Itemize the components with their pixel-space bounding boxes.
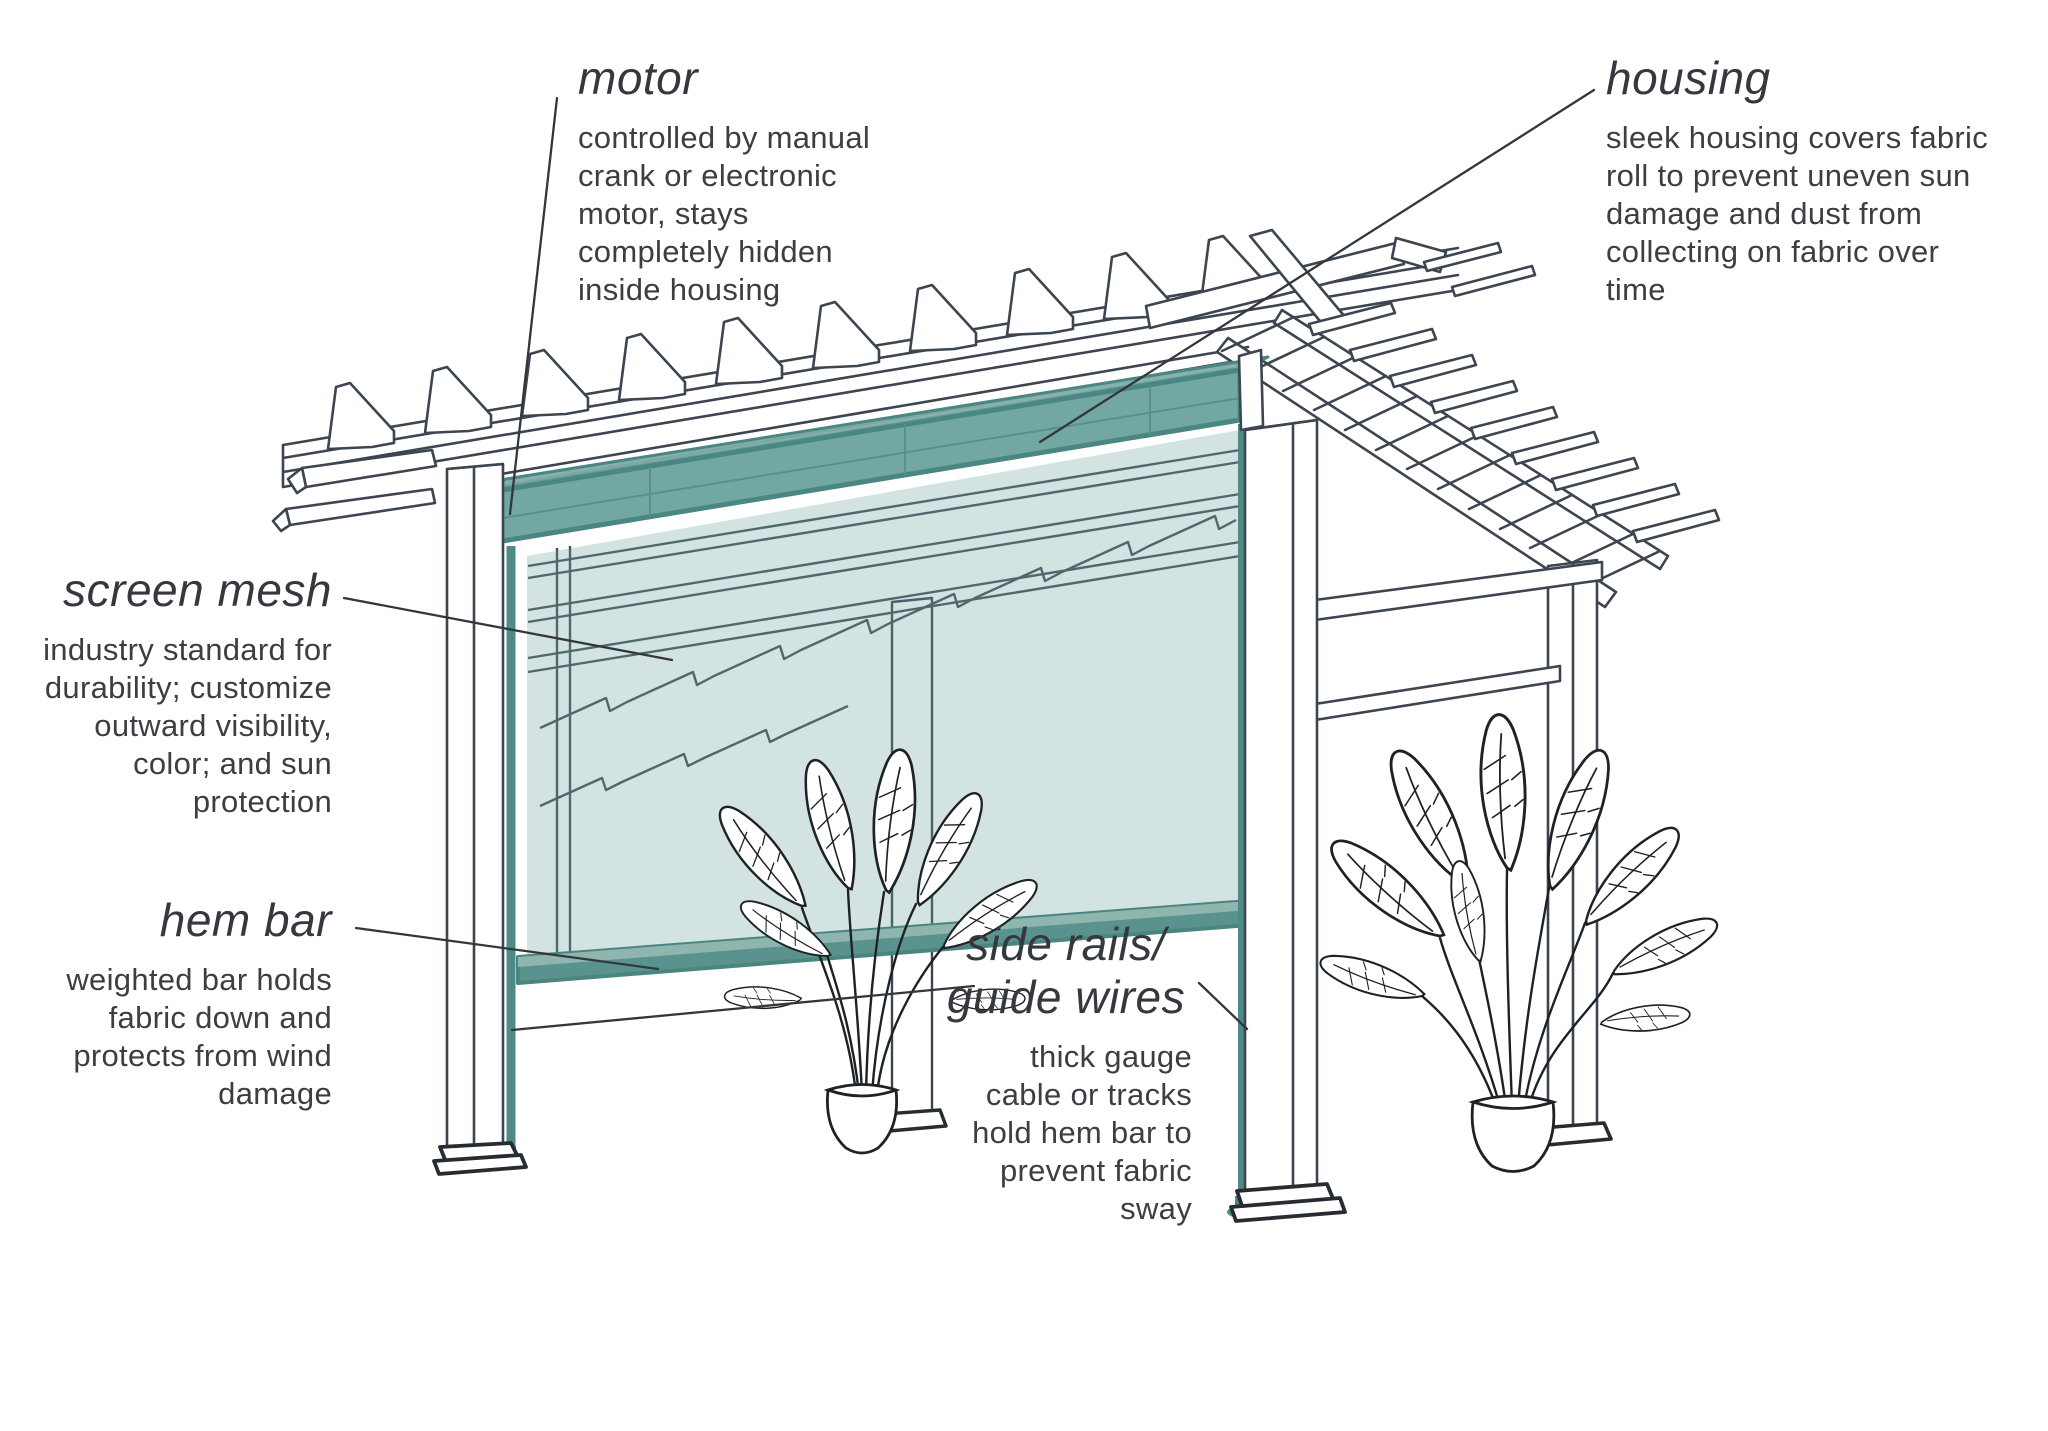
plant-right (1314, 711, 1725, 1173)
housing-seams (477, 384, 1241, 523)
label-housing-body: sleek housing covers fabric roll to prev… (1606, 120, 1989, 307)
roof-louver-fins (326, 234, 1269, 451)
rafters-through-mesh (527, 448, 1241, 624)
structure-behind-mesh (527, 448, 1241, 1133)
pointer-side-rail-left (510, 984, 976, 1032)
plant-middle (707, 746, 1046, 1155)
roof-right-fascia-beam (1215, 336, 1618, 609)
roof-right-slats (1220, 315, 1662, 587)
roof-overhang-ends (271, 448, 438, 533)
label-screen-mesh-body: industry standard for durability; custom… (43, 632, 332, 819)
front-right-post (1229, 348, 1347, 1223)
label-screen-mesh: screen mesh industry standard for durabi… (28, 564, 332, 821)
label-side-rails-title: side rails/ guide wires (946, 918, 1186, 1023)
label-housing-title: housing (1606, 52, 1771, 104)
label-motor-title: motor (578, 52, 699, 104)
label-hem-bar: hem bar weighted bar holds fabric down a… (28, 894, 332, 1113)
plant-pot (823, 1083, 901, 1155)
pointer-side-rail-right (1197, 981, 1249, 1031)
label-hem-bar-title: hem bar (159, 894, 332, 946)
back-header-through-mesh (527, 540, 1241, 674)
post-foot-base (1229, 1196, 1347, 1223)
plant-pot (1468, 1094, 1558, 1173)
housing-bar (475, 355, 1270, 548)
label-housing: housing sleek housing covers fabric roll… (1606, 52, 2046, 309)
roof-right-rafter-tails (1307, 301, 1721, 544)
screen-mesh-panel (527, 430, 1240, 960)
back-middle-post (882, 596, 948, 1133)
front-left-post (432, 462, 528, 1176)
post-foot-base (432, 1153, 528, 1176)
label-side-rails-body: thick gauge cable or tracks hold hem bar… (972, 1039, 1192, 1226)
louver-ends-zigzag (539, 514, 1237, 730)
pointer-screen-mesh (342, 596, 674, 662)
label-hem-bar-body: weighted bar holds fabric down and prote… (66, 962, 332, 1111)
label-motor-body: controlled by manual crank or electronic… (578, 120, 871, 307)
label-motor: motor controlled by manual crank or elec… (578, 52, 918, 309)
pointer-lines (342, 88, 1596, 1032)
pointer-hem-bar (354, 926, 660, 971)
label-side-rails: side rails/ guide wires thick gauge cabl… (940, 918, 1192, 1228)
label-screen-mesh-title: screen mesh (63, 564, 332, 616)
hem-bar-highlight (518, 901, 1249, 967)
pointer-housing (1038, 88, 1596, 444)
roof-right-bay (1215, 301, 1721, 609)
pointer-motor (508, 96, 559, 516)
louver-ends-zigzag-2 (539, 704, 849, 808)
post-cap (1237, 348, 1265, 432)
